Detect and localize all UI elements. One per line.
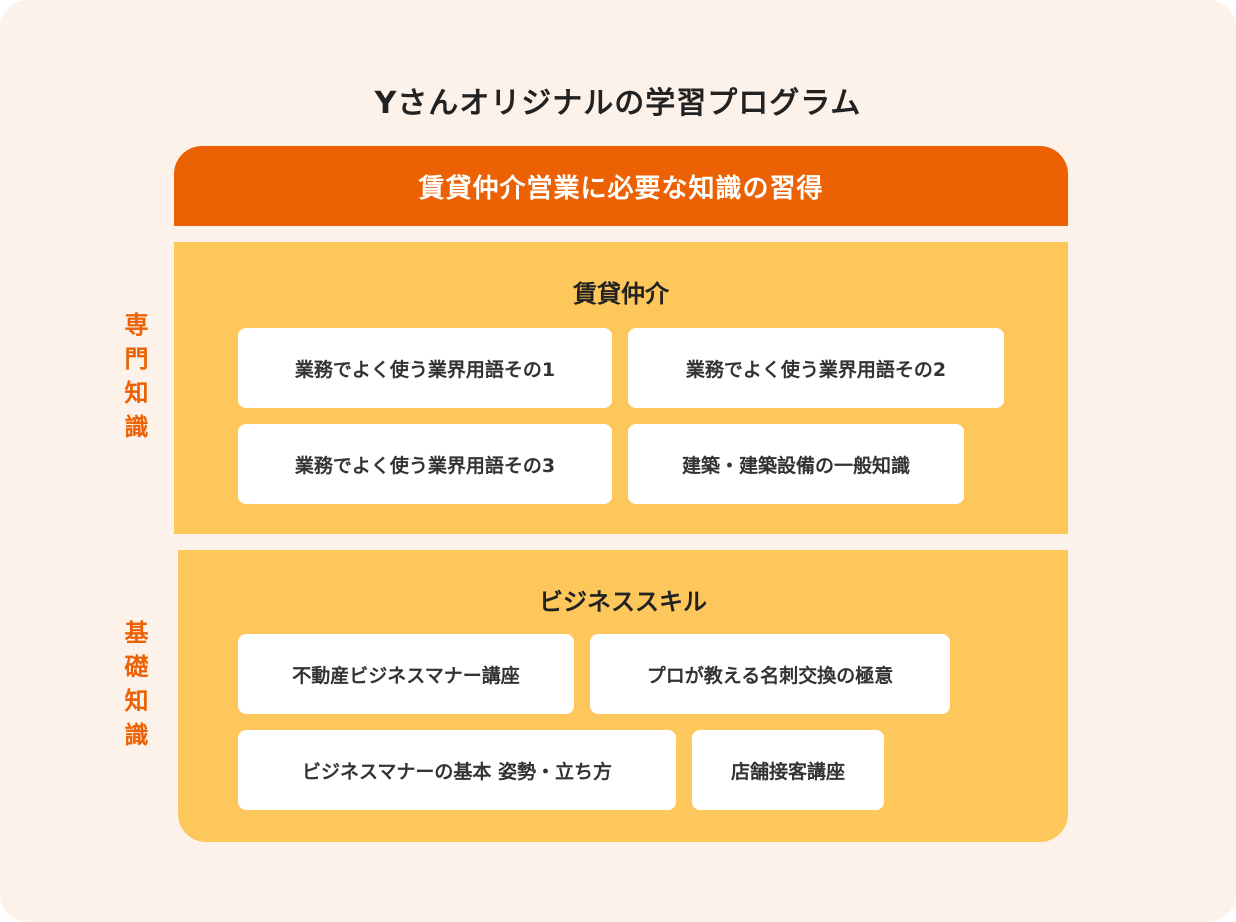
course-card: 不動産ビジネスマナー講座 [238,634,574,714]
section-business-skills: ビジネススキル 不動産ビジネスマナー講座 プロが教える名刺交換の極意 ビジネスマ… [178,550,1068,842]
course-card: 建築・建築設備の一般知識 [628,424,964,504]
course-card: 業務でよく使う業界用語その2 [628,328,1004,408]
side-label-basic: 基礎知識 [120,620,148,756]
section-rental-brokerage: 賃貸仲介 業務でよく使う業界用語その1 業務でよく使う業界用語その2 業務でよく… [174,242,1068,534]
side-label-specialized: 専門知識 [120,312,148,448]
section-title: ビジネススキル [539,588,707,616]
course-card: プロが教える名刺交換の極意 [590,634,950,714]
course-card: 店舗接客講座 [692,730,884,810]
diagram-title: Yさんオリジナルの学習プログラム [374,86,862,121]
section-title: 賃貸仲介 [573,280,669,308]
course-card: 業務でよく使う業界用語その3 [238,424,612,504]
course-card: ビジネスマナーの基本 姿勢・立ち方 [238,730,676,810]
course-card: 業務でよく使う業界用語その1 [238,328,612,408]
goal-banner: 賃貸仲介営業に必要な知識の習得 [174,146,1068,226]
